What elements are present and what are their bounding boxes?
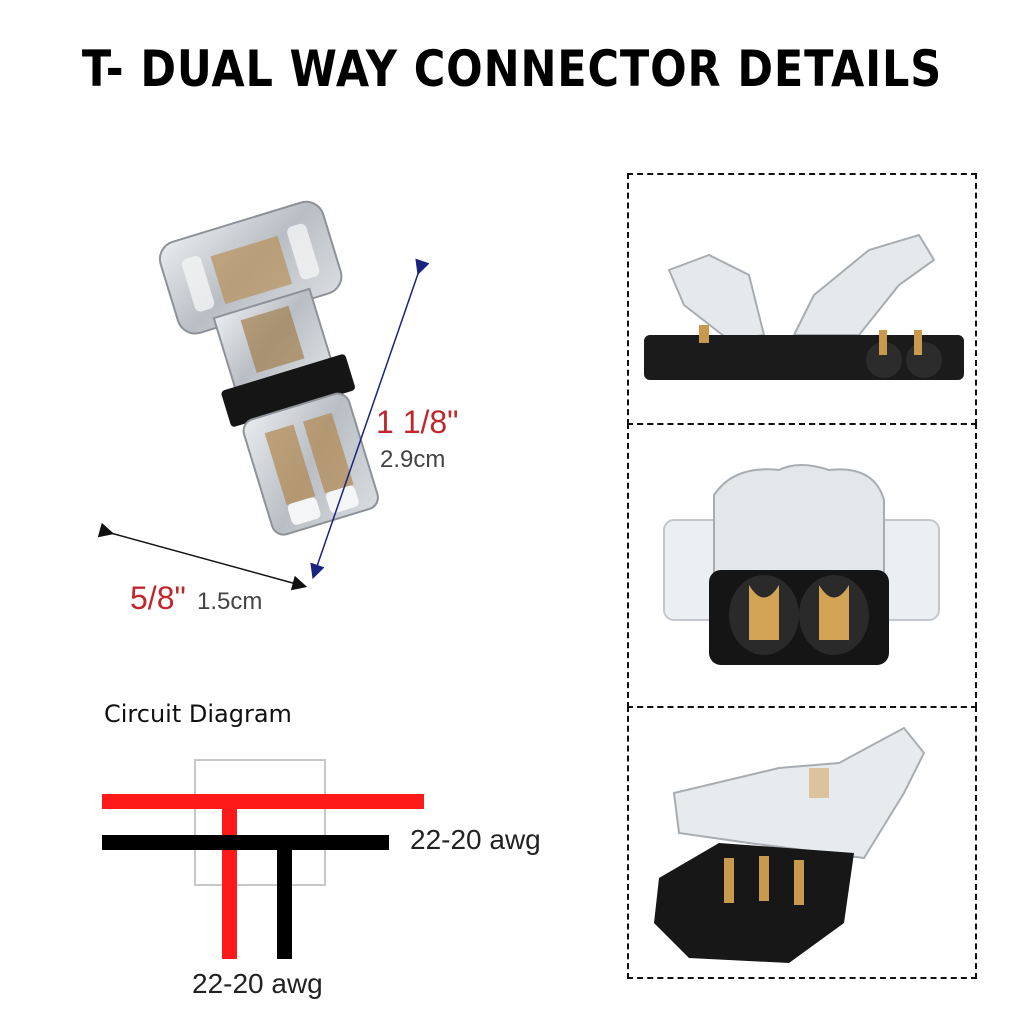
connector-photo-main bbox=[158, 200, 379, 536]
length-metric-label: 2.9cm bbox=[380, 446, 446, 473]
connector-dimension-figure bbox=[97, 200, 430, 591]
width-arrow bbox=[97, 522, 308, 591]
page-title: T- DUAL WAY CONNECTOR DETAILS bbox=[81, 40, 943, 98]
circuit-diagram-heading: Circuit Diagram bbox=[104, 700, 292, 728]
branch-black-wire bbox=[277, 840, 292, 959]
connector-outline bbox=[194, 759, 326, 886]
circuit-diagram bbox=[102, 759, 424, 959]
main-black-wire bbox=[102, 835, 389, 850]
connector-open-side-photo bbox=[644, 233, 964, 380]
connector-angled-photo bbox=[654, 726, 926, 963]
branch-red-wire bbox=[222, 799, 237, 959]
width-metric-label: 1.5cm bbox=[197, 588, 263, 615]
main-wire-gauge-label: 22-20 awg bbox=[410, 824, 541, 855]
photo-panel-front bbox=[627, 423, 977, 708]
width-fraction-label: 5/8" bbox=[130, 580, 186, 616]
photo-panel-open bbox=[627, 173, 977, 425]
branch-wire-gauge-label: 22-20 awg bbox=[192, 968, 323, 999]
length-fraction-label: 1 1/8" bbox=[376, 404, 459, 440]
connector-front-photo bbox=[663, 464, 940, 665]
main-red-wire bbox=[102, 794, 424, 809]
length-arrow bbox=[310, 258, 430, 580]
photo-panel-angled bbox=[627, 706, 977, 979]
